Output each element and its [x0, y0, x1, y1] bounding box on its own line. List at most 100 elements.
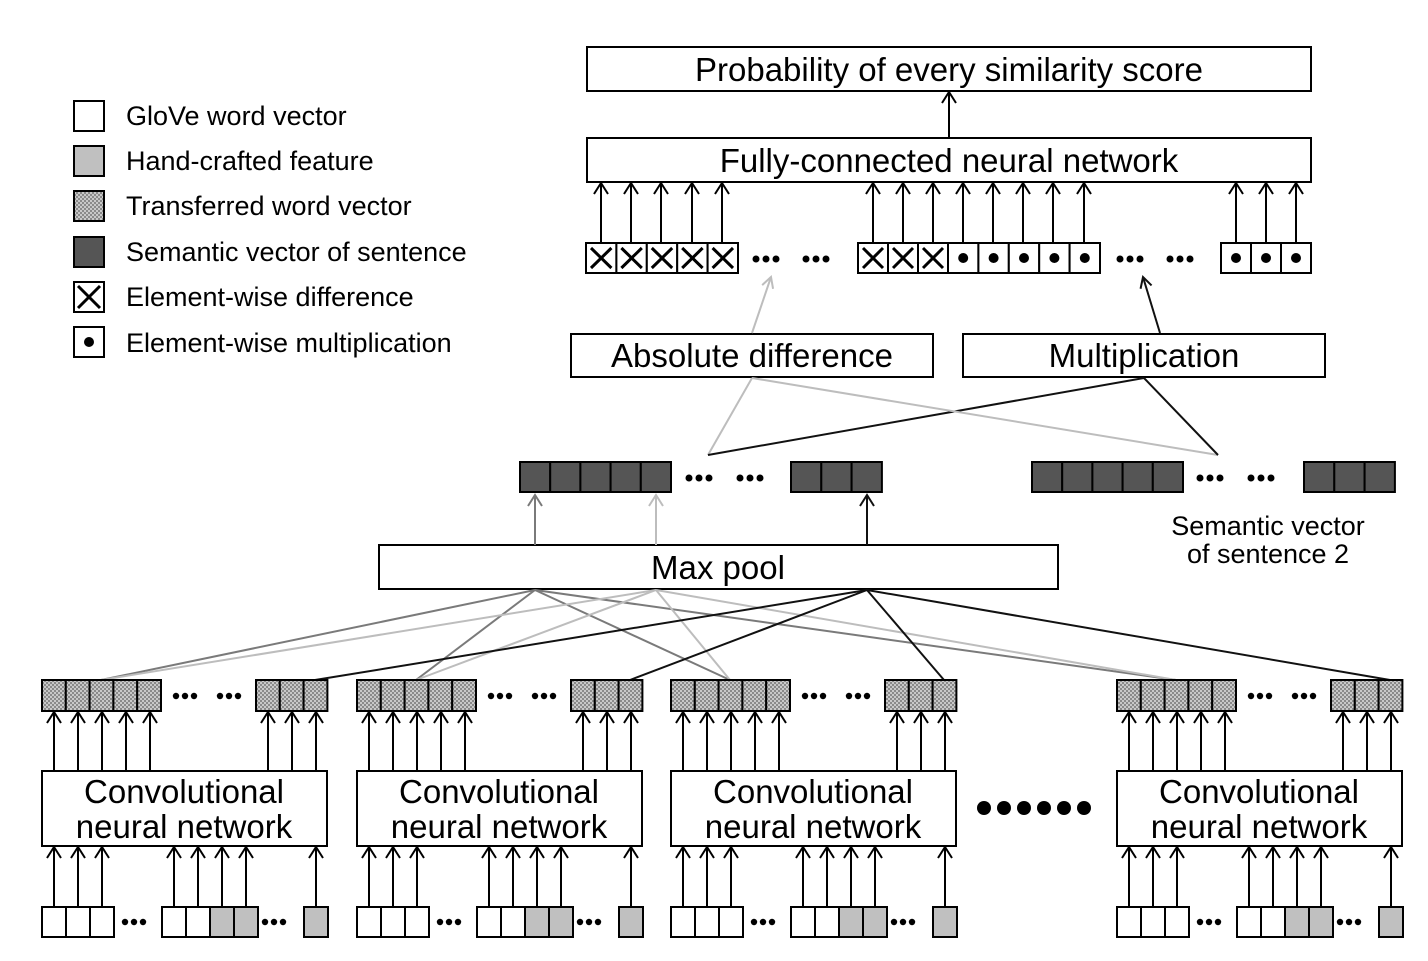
input-glove-0-cell: [89, 906, 115, 938]
combined-mult-dot-mark: [1049, 253, 1060, 263]
input-glove-b-0-cell: [185, 906, 211, 938]
semantic-ellipsis: [1216, 474, 1224, 482]
transfer-ellipsis: [549, 692, 557, 700]
fc-input-arrow-head: [1228, 181, 1244, 195]
input-glove-2-cell: [670, 906, 696, 938]
input-hand-1-cell: [524, 906, 550, 938]
line-transfer-to-maxpool: [534, 589, 1177, 681]
semantic-s2b-cell: [1363, 461, 1396, 493]
cnn-label-line2: neural network: [705, 808, 922, 845]
cnn-output-arrow-head: [1169, 710, 1185, 724]
cnn-ellipsis-dot: [1057, 801, 1071, 815]
cnn-output-arrow-head: [937, 710, 953, 724]
combined-ellipsis: [1126, 255, 1134, 263]
transfer-vector-b-1-cell: [617, 679, 644, 712]
input-ellipsis: [1214, 918, 1222, 926]
cnn-output-arrow-head: [723, 710, 739, 724]
combined-diff-x-mark: [620, 246, 643, 270]
semantic-ellipsis: [1257, 474, 1265, 482]
cnn-output-arrow-head: [409, 710, 425, 724]
fc-input-arrow-head: [623, 181, 639, 195]
line-transfer-to-maxpool: [655, 589, 731, 681]
input-hand-b-0-cell: [303, 906, 329, 938]
input-glove-3-cell: [1116, 906, 1142, 938]
combined-diff-x-mark: [589, 246, 613, 270]
transfer-vector-b-3-cell: [1353, 679, 1380, 712]
combined-diff2-x-mark: [921, 246, 945, 270]
absolute-difference-label: Absolute difference: [611, 337, 893, 374]
cnn-label-line1: Convolutional: [84, 773, 284, 810]
line-transfer-to-maxpool: [100, 589, 657, 681]
transfer-ellipsis: [854, 692, 862, 700]
input-ellipsis: [585, 918, 593, 926]
cnn-output-arrow-head: [1145, 710, 1161, 724]
transfer-ellipsis: [496, 692, 504, 700]
legend-label-mult: Element-wise multiplication: [126, 328, 452, 358]
semantic-s1-cell: [519, 461, 552, 493]
transfer-vector-1-cell: [427, 679, 454, 712]
fc-to-prob-arrow-head: [941, 90, 957, 104]
cnn-output-arrow-head: [94, 710, 110, 724]
cnn-output-arrow-head: [118, 710, 134, 724]
transfer-ellipsis: [1291, 692, 1299, 700]
combined-ellipsis: [1116, 255, 1124, 263]
combined-mult-dot-mark: [1079, 253, 1090, 263]
line-transfer-to-maxpool: [415, 589, 657, 681]
semantic-ellipsis: [705, 474, 713, 482]
semantic-ellipsis: [1196, 474, 1204, 482]
fc-input-arrow-head: [714, 181, 730, 195]
line-s1-to-mult: [707, 377, 1145, 456]
transfer-vector-0-cell: [41, 679, 67, 712]
combined-ellipsis: [1186, 255, 1194, 263]
line-s2-to-mult: [1143, 377, 1219, 456]
line-s2-to-absdiff: [751, 377, 1219, 456]
cnn-box-2: [670, 770, 957, 847]
fc-input-arrow-head: [1015, 181, 1031, 195]
combined-diff-x-mark: [681, 246, 704, 270]
legend-swatch-diff: [73, 281, 105, 313]
input-ellipsis: [1205, 918, 1213, 926]
semantic-s1-cell: [549, 461, 582, 493]
fc-input-arrow-head: [593, 181, 609, 195]
transfer-ellipsis: [1247, 692, 1255, 700]
semantic-s2-cell: [1031, 461, 1064, 493]
cnn-output-arrow-head: [1335, 710, 1351, 724]
cnn-output-arrow-head: [1359, 710, 1375, 724]
cnn-ellipsis-dot: [977, 801, 991, 815]
semantic-s2-cell: [1061, 461, 1094, 493]
legend-label-hand: Hand-crafted feature: [126, 146, 374, 176]
legend-swatch-glove: [73, 100, 105, 132]
input-hand-2-cell: [838, 906, 864, 938]
semantic-s2-cell: [1121, 461, 1154, 493]
line-transfer-to-maxpool: [655, 589, 1177, 681]
cnn-output-arrow-head: [284, 710, 300, 724]
combined-mult-dot-mark: [958, 253, 969, 263]
sentence2-note-line1: Semantic vector: [1171, 511, 1365, 541]
legend: GloVe word vector Hand-crafted feature T…: [73, 100, 467, 358]
transfer-vector-2-cell: [765, 679, 792, 712]
cnn-label-line1: Convolutional: [1159, 773, 1359, 810]
transfer-vector-b-3-cell: [1377, 679, 1404, 712]
input-ellipsis: [908, 918, 916, 926]
cnn-output-arrow-head: [308, 710, 324, 724]
absolute-difference-box: [570, 333, 934, 378]
cnn-output-arrow-head: [623, 710, 639, 724]
fc-input-arrow-head: [925, 181, 941, 195]
transfer-vector-2-cell: [670, 679, 696, 712]
cnn-blocks: Convolutional neural network Convolutional…: [41, 770, 1403, 847]
transfer-ellipsis: [1265, 692, 1273, 700]
input-glove-1-cell: [356, 906, 382, 938]
semantic-s1b-cell: [790, 461, 823, 493]
transfer-ellipsis: [505, 692, 513, 700]
transfer-vector-b-1-cell: [593, 679, 620, 712]
input-ellipsis: [1336, 918, 1344, 926]
probability-box: [586, 46, 1312, 92]
transfer-vector-3-cell: [1163, 679, 1190, 712]
input-ellipsis: [139, 918, 147, 926]
fc-input-arrow-head: [955, 181, 971, 195]
mult-to-combined-arrow: [1142, 276, 1161, 334]
transfer-vector-1-cell: [403, 679, 430, 712]
cnn-output-arrow-head: [1121, 710, 1137, 724]
